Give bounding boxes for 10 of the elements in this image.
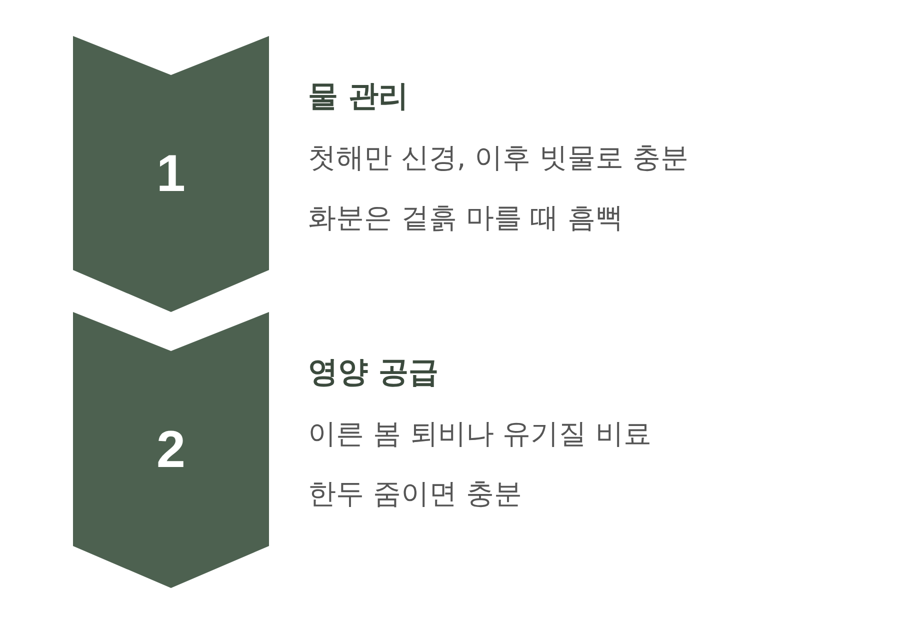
step-description: 화분은 겉흙 마를 때 흠뻑 bbox=[308, 200, 624, 236]
step-heading: 물 관리 bbox=[308, 78, 408, 116]
step-description: 이른 봄 퇴비나 유기질 비료 bbox=[308, 416, 652, 452]
step-heading: 영양 공급 bbox=[308, 354, 438, 392]
step-number: 2 bbox=[156, 424, 186, 476]
chevron-step bbox=[73, 312, 269, 588]
chevron-step bbox=[73, 36, 269, 312]
step-description: 한두 줌이면 충분 bbox=[308, 476, 522, 512]
step-number: 1 bbox=[156, 148, 186, 200]
step-description: 첫해만 신경, 이후 빗물로 충분 bbox=[308, 140, 689, 176]
